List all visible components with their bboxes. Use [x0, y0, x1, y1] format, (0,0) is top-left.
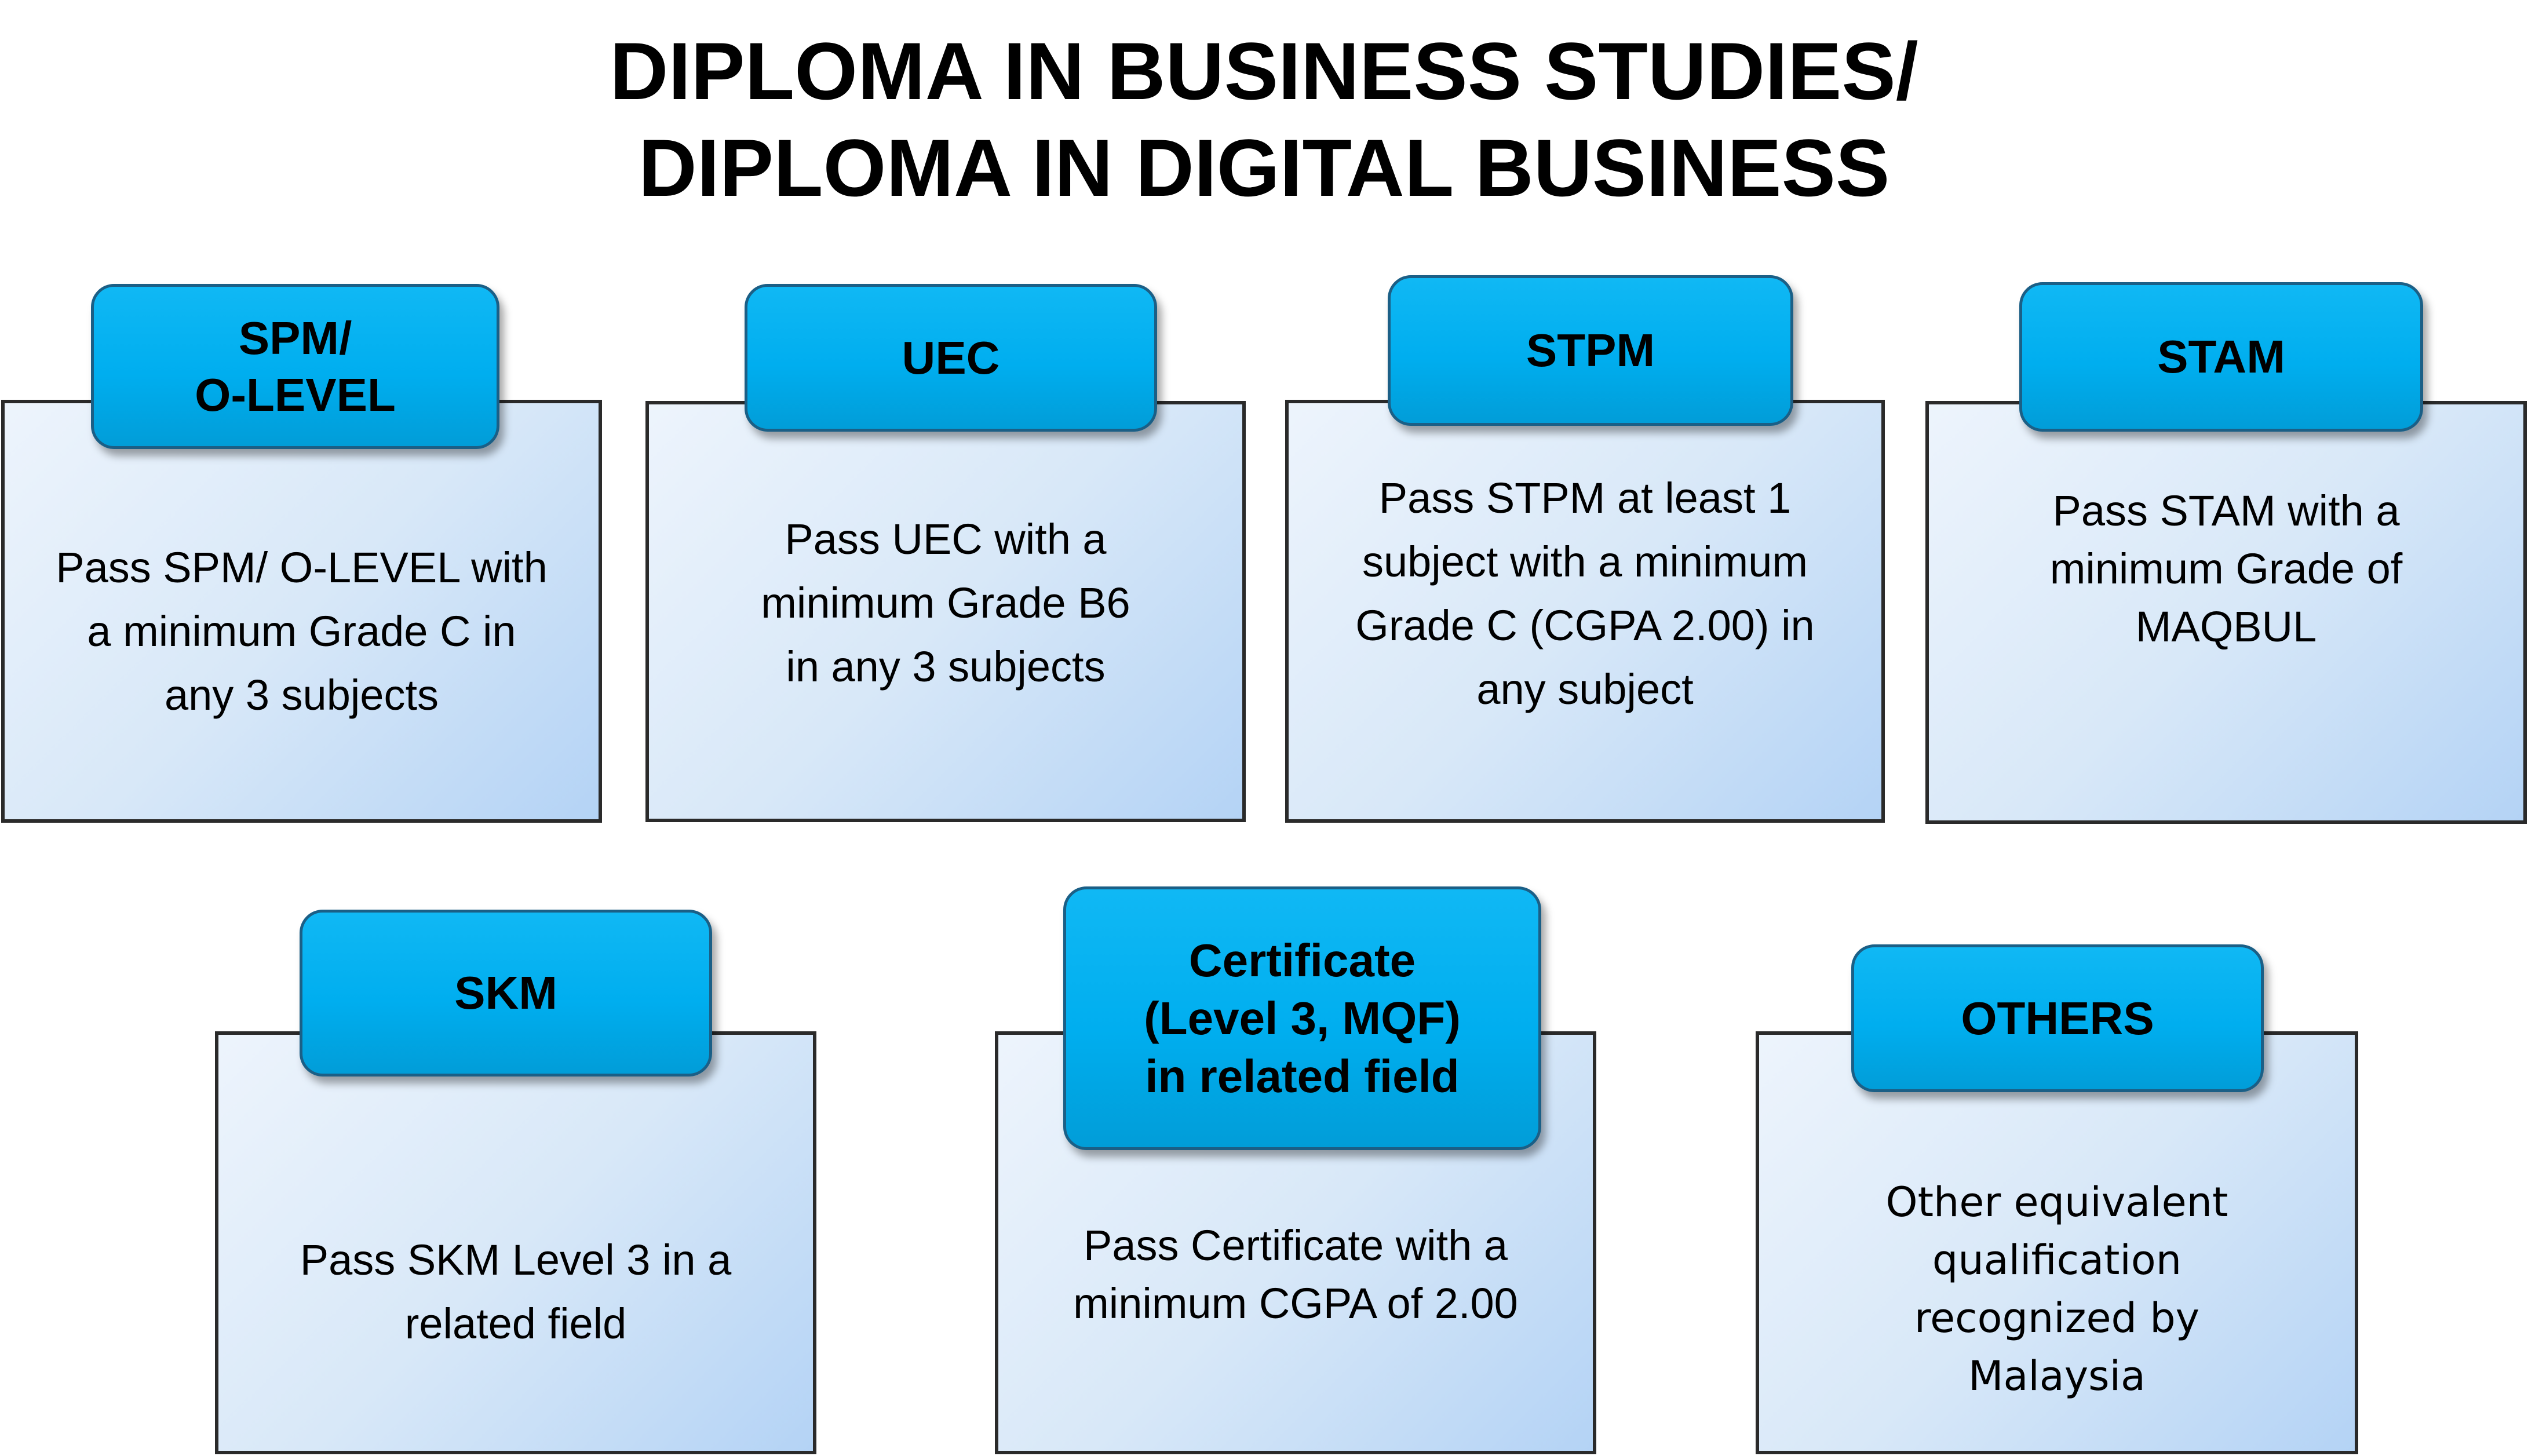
others-requirement-line: recognized by: [1914, 1294, 2200, 1342]
certificate-requirement-line: Pass Certificate with a: [1083, 1221, 1508, 1269]
spm-header-line: O-LEVEL: [195, 368, 396, 421]
others-header: OTHERS: [1851, 944, 2264, 1092]
stpm-requirement-box: Pass STPM at least 1 subject with a mini…: [1285, 400, 1885, 823]
spm-requirement-line: Pass SPM/ O-LEVEL with: [56, 543, 548, 592]
others-header-label: OTHERS: [1961, 992, 2154, 1044]
certificate-header-line: Certificate: [1188, 934, 1416, 986]
uec-header: UEC: [745, 284, 1157, 432]
stpm-requirement-line: any subject: [1476, 665, 1694, 713]
uec-requirement-line: minimum Grade B6: [761, 578, 1130, 627]
stpm-requirement-line: Pass STPM at least 1: [1378, 474, 1792, 522]
spm-header-line: SPM/: [238, 312, 352, 364]
spm-requirement-line: any 3 subjects: [164, 671, 439, 719]
skm-requirement-line: Pass SKM Level 3 in a: [300, 1236, 732, 1284]
stpm-requirement-line: Grade C (CGPA 2.00) in: [1355, 601, 1815, 649]
spm-requirement-line: a minimum Grade C in: [87, 607, 516, 655]
spm-header: SPM/ O-LEVEL: [91, 284, 499, 449]
stam-requirement-line: minimum Grade of: [2049, 545, 2403, 593]
others-requirement-line: Other equivalent: [1885, 1178, 2228, 1226]
stam-requirement-line: Pass STAM with a: [2052, 487, 2400, 535]
stpm-header-label: STPM: [1526, 324, 1655, 376]
skm-requirement-line: related field: [404, 1300, 627, 1348]
diagram-title-line-1: DIPLOMA IN BUSINESS STUDIES/: [610, 25, 1918, 116]
stam-requirement-box: Pass STAM with a minimum Grade of MAQBUL: [1925, 401, 2527, 824]
skm-header: SKM: [300, 910, 712, 1077]
stpm-header: STPM: [1388, 275, 1793, 426]
stam-header: STAM: [2019, 282, 2423, 432]
spm-requirement-box: Pass SPM/ O-LEVEL with a minimum Grade C…: [1, 400, 602, 823]
certificate-header-line: (Level 3, MQF): [1144, 992, 1461, 1044]
diagram-title-line-2: DIPLOMA IN DIGITAL BUSINESS: [638, 122, 1890, 213]
uec-requirement-box: Pass UEC with a minimum Grade B6 in any …: [645, 401, 1246, 822]
uec-requirement-line: Pass UEC with a: [785, 514, 1107, 563]
stam-requirement-line: MAQBUL: [2135, 603, 2317, 651]
skm-header-label: SKM: [454, 967, 557, 1019]
stam-header-label: STAM: [2157, 331, 2285, 382]
others-requirement-line: Malaysia: [1968, 1352, 2146, 1400]
certificate-header-line: in related field: [1145, 1050, 1460, 1102]
others-requirement-line: qualification: [1932, 1236, 2182, 1284]
others-requirement-box: Other equivalent qualification recognize…: [1756, 1031, 2358, 1454]
skm-requirement-box: Pass SKM Level 3 in a related field: [215, 1031, 816, 1454]
certificate-requirement-line: minimum CGPA of 2.00: [1073, 1279, 1518, 1327]
certificate-header: Certificate (Level 3, MQF) in related fi…: [1063, 886, 1541, 1150]
uec-requirement-line: in any 3 subjects: [786, 642, 1106, 691]
uec-header-label: UEC: [902, 331, 1000, 384]
stpm-requirement-line: subject with a minimum: [1362, 538, 1808, 586]
